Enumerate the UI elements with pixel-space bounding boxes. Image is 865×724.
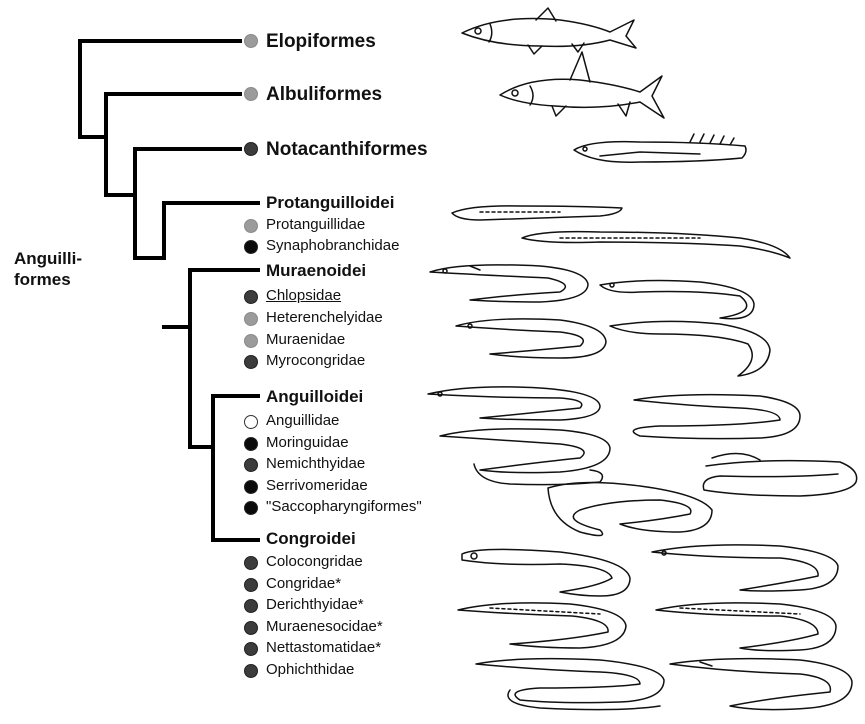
myrocongridae-fish-drawing [610, 321, 770, 376]
serrivomeridae-fish-drawing [703, 453, 856, 496]
chlopsidae-fish-drawing [430, 265, 588, 302]
anguillidae-fish-drawing [428, 387, 600, 420]
ophichthidae-fish-drawing [670, 659, 852, 710]
congridae-fish-drawing [652, 545, 838, 591]
protanguillidae-fish-drawing [452, 206, 622, 220]
nemichthyidae-fish-drawing [440, 429, 610, 485]
nettastomatidae-fish-drawing [476, 659, 664, 710]
muraenidae-fish-drawing [456, 319, 606, 358]
elopiformes-fish-drawing [462, 8, 636, 54]
notacanthiformes-fish-drawing [574, 134, 746, 162]
saccopharyngiformes-fish-drawing [548, 482, 712, 535]
muraenesocidae-fish-drawing [656, 603, 836, 651]
derichthyidae-fish-drawing [458, 603, 626, 648]
moringuidae-fish-drawing [633, 395, 800, 439]
albuliformes-fish-drawing [500, 52, 664, 118]
colocongridae-fish-drawing [462, 549, 630, 596]
synaphobranchidae-fish-drawing [522, 232, 790, 258]
heterenchelyidae-fish-drawing [600, 281, 754, 319]
